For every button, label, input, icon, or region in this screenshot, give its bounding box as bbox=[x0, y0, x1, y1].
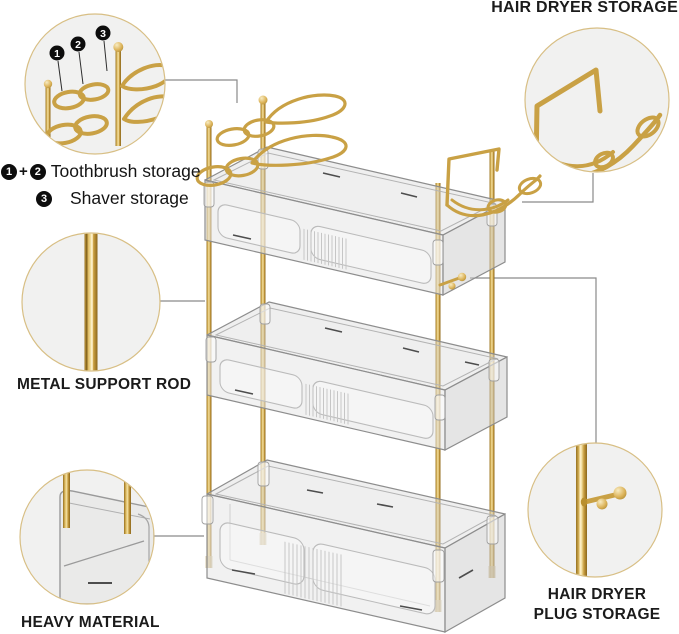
callout-hair-dryer-detail bbox=[524, 27, 670, 173]
toothbrush-storage-row: 1 + 2 Toothbrush storage bbox=[1, 160, 201, 183]
callout-heavy-material-detail bbox=[19, 469, 155, 605]
shelf-tiers bbox=[201, 146, 508, 634]
storage-legend: 1 + 2 Toothbrush storage 3 Shaver storag… bbox=[1, 160, 201, 210]
leader-plug-callout bbox=[470, 277, 597, 444]
heavy-material-label: HEAVY MATERIAL bbox=[21, 614, 160, 631]
toothbrush-storage-label: Toothbrush storage bbox=[50, 161, 201, 181]
rod-ball-cap bbox=[258, 95, 268, 105]
badge-1-icon bbox=[49, 45, 65, 61]
metal-support-rod-label: METAL SUPPORT ROD bbox=[17, 376, 192, 393]
callout-metal-rod-detail bbox=[21, 232, 161, 372]
leader-hair-dryer-callout bbox=[522, 173, 594, 203]
top-tray bbox=[204, 146, 506, 296]
metal-rod-callout-content bbox=[84, 233, 98, 371]
hair-dryer-holder bbox=[445, 147, 543, 218]
callout-number-badges: 1 2 3 bbox=[49, 25, 111, 92]
heavy-material-callout-content bbox=[59, 470, 154, 604]
badge-1-number: 1 bbox=[54, 48, 60, 60]
shaver-storage-row: 3 Shaver storage bbox=[1, 187, 201, 210]
leader-toothbrush-callout bbox=[165, 79, 238, 103]
hair-dryer-storage-label: HAIR DRYER STORAGE bbox=[491, 0, 678, 16]
plug-label-line2: PLUG STORAGE bbox=[533, 605, 661, 623]
plug-label-line1: HAIR DRYER bbox=[547, 586, 647, 603]
plug-hook bbox=[438, 272, 467, 290]
hair-dryer-plug-storage-label: HAIR DRYER PLUG STORAGE bbox=[528, 585, 666, 624]
middle-tray bbox=[206, 301, 508, 451]
legend-badge-3: 3 bbox=[36, 190, 52, 207]
badge-3-number: 3 bbox=[100, 28, 106, 40]
rod-ball-cap bbox=[205, 120, 213, 128]
callout-toothbrush-detail: 1 2 3 bbox=[24, 13, 166, 155]
toothbrush-callout-content bbox=[43, 42, 165, 146]
product-shelf bbox=[195, 93, 543, 634]
plus-sign: + bbox=[19, 163, 28, 180]
bottom-box bbox=[206, 459, 506, 634]
plug-callout-circle bbox=[527, 442, 663, 578]
plug-callout-content bbox=[576, 443, 627, 577]
badge-2-number: 2 bbox=[75, 39, 81, 51]
shaver-storage-label: Shaver storage bbox=[70, 188, 189, 208]
badge-2-icon bbox=[70, 36, 86, 52]
callout-plug-detail bbox=[527, 442, 663, 578]
toothbrush-rack bbox=[195, 93, 348, 187]
legend-badge-1: 1 bbox=[1, 163, 17, 180]
badge-3-icon bbox=[95, 25, 111, 41]
leader-lines bbox=[154, 79, 597, 537]
legend-badge-2: 2 bbox=[29, 163, 46, 180]
